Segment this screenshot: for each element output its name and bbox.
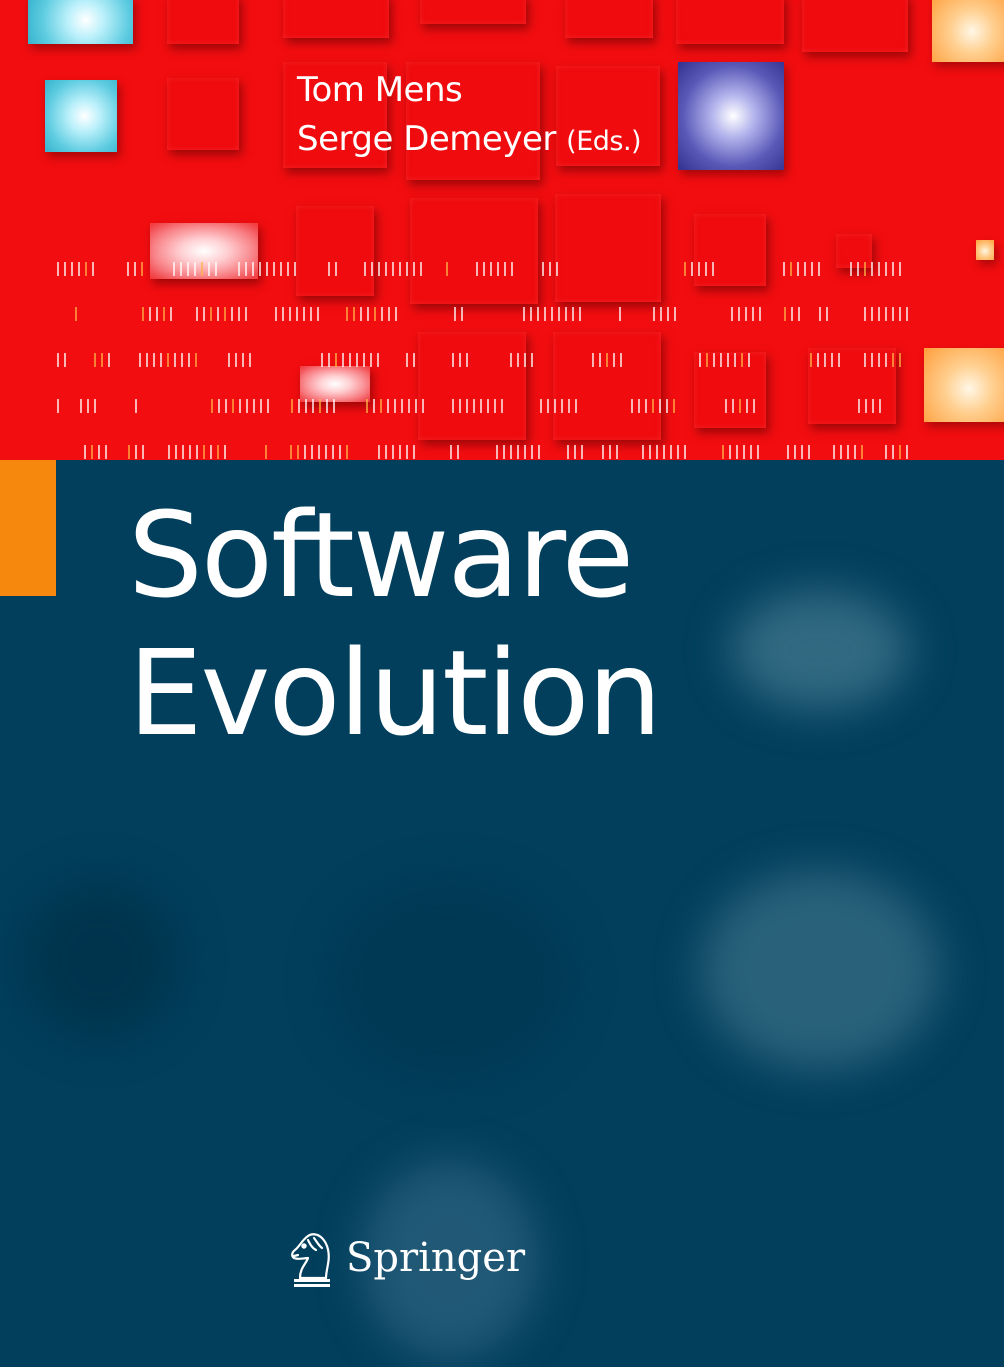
- author-name: Serge Demeyer (Eds.): [297, 115, 642, 166]
- accent-bar: [0, 460, 56, 596]
- knight-chess-piece-icon: [291, 1233, 330, 1287]
- pattern-square: [694, 352, 766, 428]
- background-glow: [20, 880, 180, 1040]
- pattern-square: [300, 366, 370, 402]
- pattern-square: [418, 332, 526, 440]
- pattern-square: [932, 0, 1004, 62]
- pattern-square: [556, 66, 660, 166]
- publisher-name: Springer: [346, 1235, 526, 1281]
- pattern-square: [924, 348, 1004, 422]
- pattern-square: [836, 234, 872, 268]
- pattern-square: [420, 0, 526, 24]
- background-glow: [700, 870, 940, 1070]
- pattern-square: [976, 240, 994, 260]
- pattern-square: [553, 332, 661, 440]
- title-line: Software: [128, 486, 634, 624]
- red-pattern-panel: Tom Mens Serge Demeyer (Eds.): [0, 0, 1004, 460]
- author-name-2: Serge Demeyer: [297, 119, 556, 159]
- pattern-square: [565, 0, 653, 38]
- pattern-square: [167, 0, 239, 44]
- pattern-square: [410, 198, 538, 304]
- background-glow: [730, 590, 910, 710]
- pattern-square: [678, 62, 784, 170]
- pattern-square: [676, 0, 784, 44]
- pattern-square: [167, 78, 239, 150]
- pattern-square: [283, 0, 389, 38]
- background-glow: [330, 880, 570, 1080]
- pattern-square: [694, 214, 766, 286]
- pattern-square: [802, 0, 908, 52]
- title-line: Evolution: [128, 624, 662, 762]
- author-name: Tom Mens: [297, 70, 463, 110]
- author-block: Tom Mens Serge Demeyer (Eds.): [297, 66, 642, 166]
- publisher-mark: Springer: [286, 1228, 525, 1288]
- pattern-square: [296, 206, 374, 296]
- pattern-square: [555, 194, 661, 302]
- editors-label: (Eds.): [566, 126, 642, 157]
- pattern-square: [45, 80, 117, 152]
- pattern-square: [150, 223, 258, 279]
- blue-panel: [0, 460, 1004, 1367]
- background-glow: [360, 1160, 540, 1360]
- pattern-square: [28, 0, 133, 44]
- pattern-square: [406, 62, 540, 180]
- pattern-square: [283, 62, 387, 168]
- book-title: Software Evolution: [128, 486, 662, 762]
- pattern-square: [808, 348, 896, 424]
